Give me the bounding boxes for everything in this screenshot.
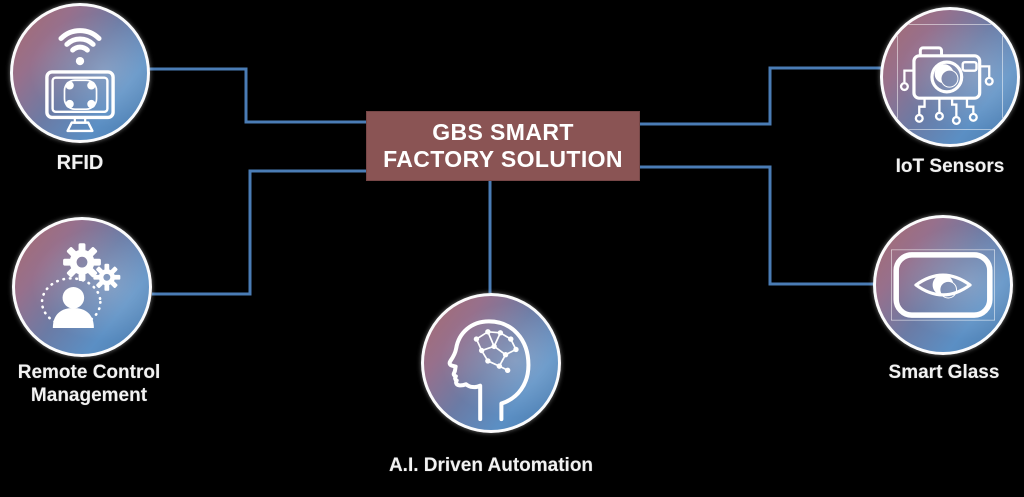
- title-line-1: GBS SMART: [432, 119, 574, 145]
- monitor-wifi-rfid-icon: [32, 12, 128, 134]
- connector-center-to-iot: [640, 66, 882, 126]
- label-iot-sensors: IoT Sensors: [895, 156, 1005, 177]
- node-smart-glass: [873, 215, 1013, 355]
- connector-rfid-to-center: [148, 67, 366, 124]
- center-title-box: GBS SMART FACTORY SOLUTION: [366, 111, 640, 181]
- node-iot-sensors: [880, 7, 1020, 147]
- head-neural-network-icon: [439, 304, 543, 422]
- label-remote-control: Remote Control Management: [4, 361, 174, 407]
- gears-user-cloud-icon: [28, 243, 121, 329]
- label-remote-line-2: Management: [30, 385, 148, 406]
- node-rfid: [10, 3, 150, 143]
- camera-circuit-icon: [897, 24, 1003, 130]
- connector-remote-to-center: [152, 169, 366, 296]
- label-rfid: RFID: [56, 152, 104, 174]
- glass-eye-icon: [891, 249, 995, 321]
- node-remote-control: [12, 217, 152, 357]
- label-smart-glass: Smart Glass: [888, 362, 1000, 383]
- node-ai-automation: [421, 293, 561, 433]
- connector-center-to-glass: [640, 165, 874, 286]
- label-remote-line-1: Remote Control: [17, 362, 161, 383]
- label-ai-automation: A.I. Driven Automation: [388, 455, 594, 476]
- title-line-2: FACTORY SOLUTION: [383, 146, 623, 172]
